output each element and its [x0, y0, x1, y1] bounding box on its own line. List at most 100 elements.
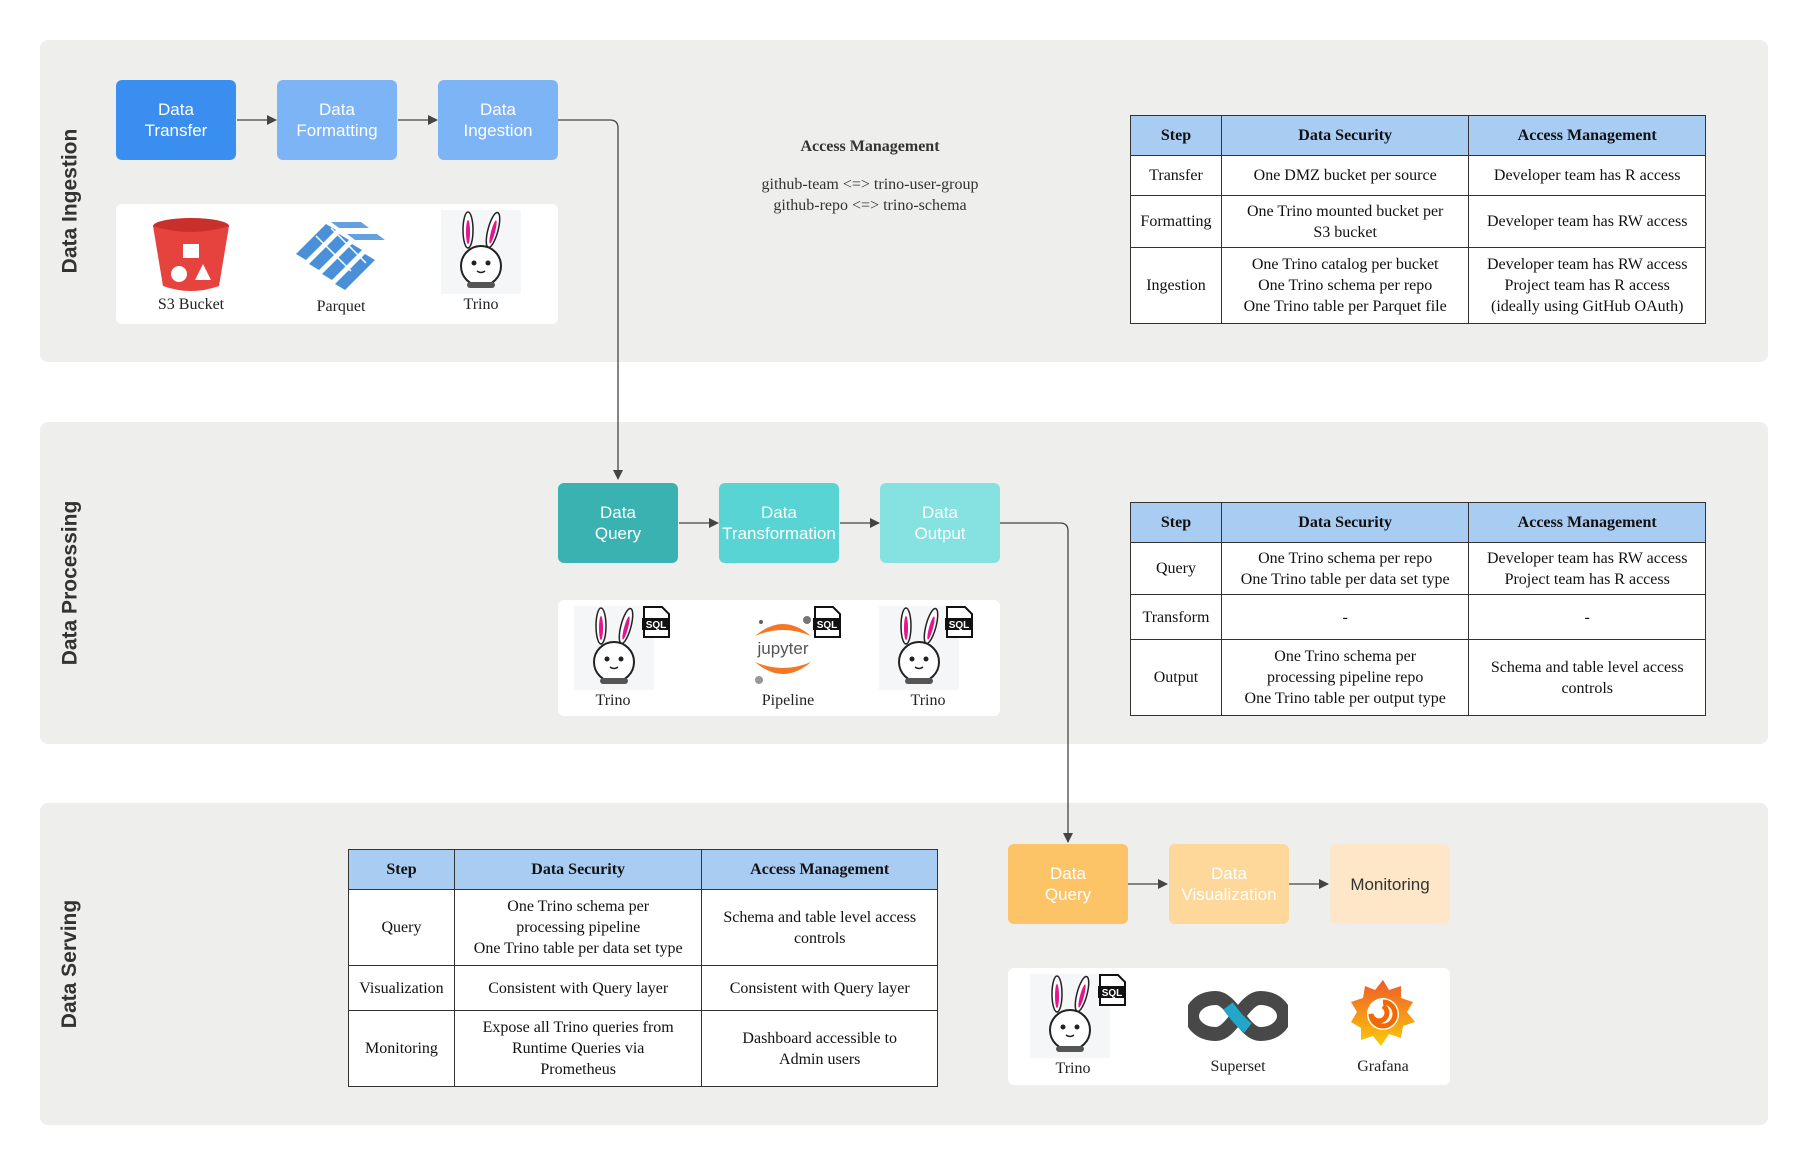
data-ingestion-label: Data Ingestion: [463, 100, 533, 140]
serving-tools-card: SQL Trino Superset Grafana: [1008, 968, 1450, 1085]
table-cell: Transform: [1130, 594, 1222, 640]
table-header: Access Management: [1468, 502, 1706, 543]
table-cell: Developer team has RW access: [1468, 195, 1706, 248]
processing-trino-tool-2: SQL Trino: [873, 600, 983, 716]
sql-badge-text: SQL: [949, 620, 970, 631]
table-row: Query One Trino schema per repo One Trin…: [1130, 542, 1706, 595]
ingestion-tools-card: S3 Bucket Parquet: [116, 204, 558, 324]
table-cell: Schema and table level access controls: [1468, 639, 1706, 716]
s3-bucket-tool: S3 Bucket: [126, 204, 256, 324]
data-formatting-box: Data Formatting: [277, 80, 397, 160]
table-header: Step: [1130, 115, 1222, 156]
table-header: Data Security: [1220, 115, 1470, 156]
table-cell: Dashboard accessible to Admin users: [701, 1010, 938, 1087]
serving-data-query-label: Data Query: [1044, 864, 1092, 904]
table-cell: One Trino mounted bucket per S3 bucket: [1220, 195, 1470, 248]
table-row: Transfer One DMZ bucket per source Devel…: [1130, 155, 1706, 196]
table-cell: Transfer: [1130, 155, 1222, 196]
table-cell: One Trino schema per processing pipeline…: [453, 889, 703, 966]
table-cell: Developer team has RW access Project tea…: [1468, 247, 1706, 324]
data-transfer-label: Data Transfer: [144, 100, 208, 140]
trino-label: Trino: [463, 296, 499, 313]
processing-trino-label-1: Trino: [595, 692, 631, 709]
access-management-line-1: github-team <=> trino-user-group: [761, 176, 979, 193]
table-header: Data Security: [1220, 502, 1470, 543]
s3-bucket-label: S3 Bucket: [157, 296, 225, 313]
jupyter-icon: jupyter: [755, 616, 811, 684]
data-transfer-box: Data Transfer: [116, 80, 236, 160]
table-row: Query One Trino schema per processing pi…: [348, 889, 938, 966]
access-management-title: Access Management: [800, 138, 940, 155]
table-cell: Visualization: [348, 965, 455, 1011]
table-cell: Consistent with Query layer: [701, 965, 938, 1011]
table-cell: Query: [1130, 542, 1222, 595]
table-header: Step: [348, 849, 455, 890]
data-transformation-box: Data Transformation: [719, 483, 839, 563]
sql-file-icon: SQL: [945, 606, 973, 638]
table-cell: One Trino schema per repo One Trino tabl…: [1220, 542, 1470, 595]
grafana-label: Grafana: [1357, 1058, 1409, 1075]
table-cell: Formatting: [1130, 195, 1222, 248]
table-header: Access Management: [701, 849, 938, 890]
table-cell: Developer team has R access: [1468, 155, 1706, 196]
data-visualization-box: Data Visualization: [1169, 844, 1289, 924]
s3-bucket-icon: [153, 218, 229, 291]
access-management-note: Access Management github-team <=> trino-…: [720, 138, 1020, 216]
serving-trino-label: Trino: [1055, 1060, 1091, 1077]
processing-data-query-box: Data Query: [558, 483, 678, 563]
table-row: Output One Trino schema per processing p…: [1130, 639, 1706, 716]
trino-bunny-icon: [441, 210, 521, 294]
monitoring-box: Monitoring: [1330, 844, 1450, 924]
table-cell: One DMZ bucket per source: [1220, 155, 1470, 196]
table-row: Visualization Consistent with Query laye…: [348, 965, 938, 1011]
data-transformation-label: Data Transformation: [722, 503, 836, 543]
superset-label: Superset: [1210, 1058, 1266, 1075]
processing-table: Step Data Security Access Management Que…: [1130, 502, 1706, 716]
sql-badge-text: SQL: [817, 620, 838, 631]
table-header: Step: [1130, 502, 1222, 543]
table-cell: Schema and table level access controls: [701, 889, 938, 966]
table-cell: One Trino schema per processing pipeline…: [1220, 639, 1470, 716]
trino-bunny-icon: [1030, 974, 1110, 1058]
table-row: Monitoring Expose all Trino queries from…: [348, 1010, 938, 1087]
pipeline-label: Pipeline: [761, 692, 815, 709]
serving-trino-tool: SQL Trino: [1008, 968, 1138, 1085]
table-row: Formatting One Trino mounted bucket per …: [1130, 195, 1706, 248]
data-output-label: Data Output: [914, 503, 966, 543]
table-header: Data Security: [453, 849, 703, 890]
sql-file-icon: SQL: [813, 606, 841, 638]
ingestion-table: Step Data Security Access Management Tra…: [1130, 115, 1706, 324]
table-header: Access Management: [1468, 115, 1706, 156]
sql-file-icon: SQL: [1098, 974, 1126, 1006]
table-cell: Expose all Trino queries from Runtime Qu…: [453, 1010, 703, 1087]
processing-tools-card: SQL Trino jupyter SQL Pipeline: [558, 600, 1000, 716]
sql-badge-text: SQL: [1102, 988, 1123, 999]
superset-tool: Superset: [1173, 968, 1303, 1085]
table-cell: Monitoring: [348, 1010, 455, 1087]
data-ingestion-box: Data Ingestion: [438, 80, 558, 160]
serving-table: Step Data Security Access Management Que…: [348, 849, 938, 1087]
grafana-tool: Grafana: [1318, 968, 1448, 1085]
monitoring-label: Monitoring: [1350, 874, 1430, 894]
access-management-line-2: github-repo <=> trino-schema: [773, 197, 967, 214]
data-visualization-label: Data Visualization: [1181, 864, 1277, 904]
table-cell: One Trino catalog per bucket One Trino s…: [1220, 247, 1470, 324]
table-cell: -: [1468, 594, 1706, 640]
trino-bunny-icon: [574, 606, 654, 690]
table-row: Transform - -: [1130, 594, 1706, 640]
table-cell: Query: [348, 889, 455, 966]
processing-trino-label-2: Trino: [910, 692, 946, 709]
sql-badge-text: SQL: [646, 620, 667, 631]
data-formatting-label: Data Formatting: [296, 100, 378, 140]
table-cell: Ingestion: [1130, 247, 1222, 324]
parquet-label: Parquet: [316, 298, 366, 315]
jupyter-wordmark: jupyter: [756, 639, 808, 658]
table-cell: Consistent with Query layer: [453, 965, 703, 1011]
pipeline-tool: jupyter SQL Pipeline: [723, 600, 853, 716]
sql-file-icon: SQL: [642, 606, 670, 638]
grafana-icon: [1351, 980, 1415, 1046]
processing-trino-tool-1: SQL Trino: [558, 600, 670, 716]
table-cell: Output: [1130, 639, 1222, 716]
table-cell: Developer team has RW access Project tea…: [1468, 542, 1706, 595]
